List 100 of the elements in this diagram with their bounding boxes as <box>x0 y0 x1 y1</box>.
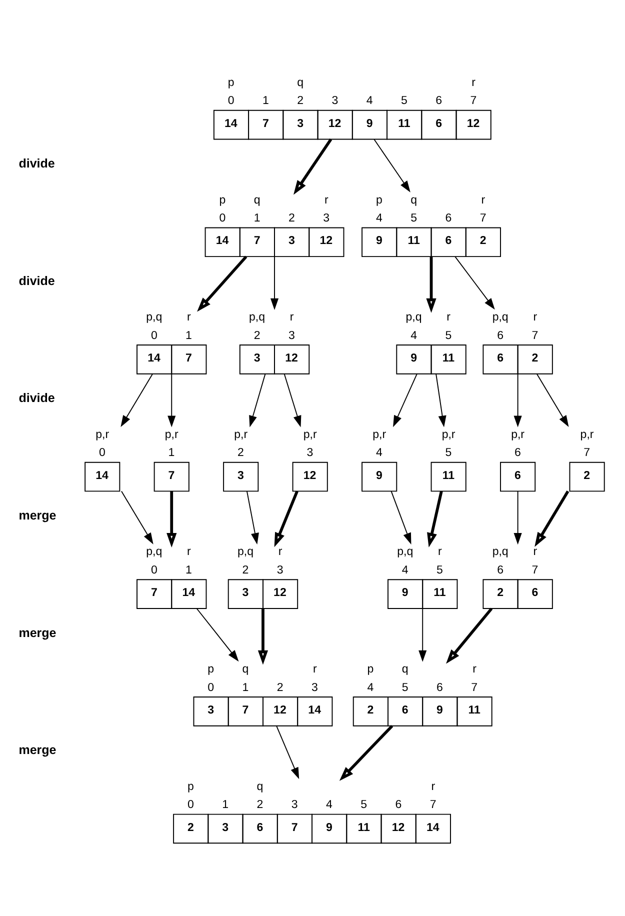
node-label: 2 <box>297 94 304 107</box>
node-label: 3 <box>312 681 318 694</box>
node-label: 0 <box>99 446 106 459</box>
node-label: q <box>410 194 417 206</box>
node-label: 6 <box>445 212 452 224</box>
arrow <box>246 490 259 544</box>
node-label: p <box>367 663 374 676</box>
node-label: 2 <box>288 212 295 224</box>
node-label: p <box>376 194 382 206</box>
arrow <box>418 608 427 662</box>
arrow <box>249 373 266 427</box>
label: divide <box>18 156 55 170</box>
node-label: 2 <box>237 446 244 459</box>
arrow <box>196 608 239 662</box>
node-label: r <box>438 546 442 558</box>
node-label: 0 <box>228 94 234 107</box>
arrow <box>339 724 394 780</box>
node-label: 6 <box>497 564 504 576</box>
arrow <box>166 490 177 547</box>
node-label: 7 <box>480 212 486 224</box>
node-label: 2 <box>242 564 249 576</box>
node-label: 5 <box>436 564 443 576</box>
node-label: 0 <box>150 564 158 576</box>
label: merge <box>18 742 56 757</box>
node-box: 2 <box>569 461 605 492</box>
arrow <box>274 490 298 547</box>
node-label: 3 <box>276 564 284 576</box>
node-box: 3 <box>223 461 259 492</box>
node-label: 1 <box>186 329 192 342</box>
node-label: r <box>324 194 328 206</box>
arrow <box>534 490 570 546</box>
arrow <box>168 373 176 427</box>
node-label: 4 <box>366 94 373 107</box>
node-label: p <box>208 663 214 676</box>
node-label: 4 <box>367 681 374 694</box>
arrow <box>284 373 302 427</box>
node-label: p,r <box>442 428 456 440</box>
node-label: r <box>431 780 436 792</box>
label: merge <box>18 508 56 522</box>
label: divide <box>18 390 55 405</box>
node-label: p,q <box>249 311 266 324</box>
node-label: q <box>402 663 408 676</box>
node-label: 6 <box>436 681 443 694</box>
node-label: 7 <box>470 94 477 107</box>
node-label: p,q <box>492 546 508 558</box>
node-label: 1 <box>222 798 229 811</box>
node-label: r <box>472 663 476 676</box>
node-label: 1 <box>254 212 260 224</box>
node-label: 5 <box>410 212 417 224</box>
node-label: r <box>187 546 191 558</box>
label: merge <box>18 625 56 640</box>
node-label: 5 <box>445 329 452 342</box>
node-label: 4 <box>410 329 417 342</box>
node-label: 4 <box>402 564 408 576</box>
node-label: p,q <box>406 311 422 324</box>
node-label: 3 <box>323 212 330 224</box>
node-label: r <box>533 546 538 558</box>
node-label: 3 <box>291 798 298 811</box>
node-label: 3 <box>306 446 314 459</box>
node-label: 4 <box>326 798 332 811</box>
node-label: 5 <box>400 94 408 107</box>
node-label: 0 <box>150 329 158 342</box>
node-label: p,r <box>164 428 178 440</box>
node-box: 7 <box>154 461 190 492</box>
node-box: 14 <box>84 461 120 492</box>
arrow <box>276 724 300 779</box>
arrow <box>294 138 332 194</box>
node-label: p,r <box>372 428 386 440</box>
node-label: p,q <box>492 311 508 324</box>
node-label: q <box>297 76 304 88</box>
node-label: 1 <box>168 446 175 459</box>
node-label: p,r <box>580 428 594 440</box>
label: divide <box>18 273 55 288</box>
node-label: p,q <box>237 546 254 558</box>
node-label: q <box>254 194 260 206</box>
node-label: 7 <box>584 446 590 459</box>
node-label: r <box>312 663 317 676</box>
node-label: r <box>278 546 282 558</box>
arrow <box>454 256 495 310</box>
node-label: p <box>187 780 194 792</box>
node-label: 1 <box>186 564 192 576</box>
arrow <box>514 373 522 427</box>
node-label: 0 <box>187 798 194 811</box>
node-label: r <box>290 311 294 324</box>
node-box: 6 <box>500 461 536 492</box>
arrow <box>270 256 279 310</box>
arrow <box>393 373 418 427</box>
node-label: 5 <box>402 681 408 694</box>
node-label: 0 <box>219 212 226 224</box>
node-box: 12 <box>292 461 328 492</box>
node-label: p,r <box>303 428 317 440</box>
node-box: 11 <box>430 461 466 492</box>
arrow <box>436 373 446 427</box>
node-label: q <box>256 780 264 792</box>
node-label: 5 <box>445 446 452 459</box>
node-label: 1 <box>242 681 249 694</box>
arrow <box>374 138 410 192</box>
node-label: p,r <box>96 428 110 440</box>
node-label: 4 <box>376 446 382 459</box>
arrow <box>197 255 248 312</box>
